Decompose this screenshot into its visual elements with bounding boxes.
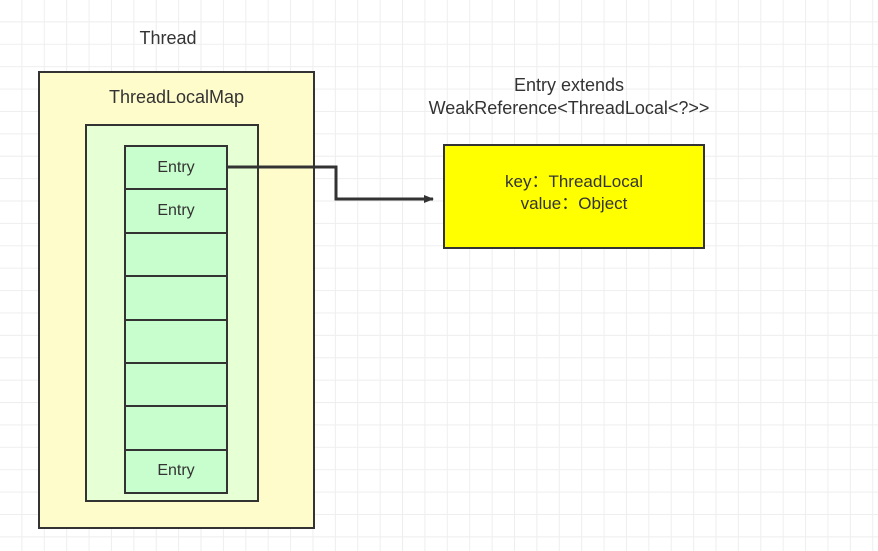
entry-cell[interactable] <box>124 318 228 364</box>
entry-cell[interactable] <box>124 405 228 451</box>
entry-table: Entry Entry Entry <box>124 145 228 494</box>
entry-cell[interactable]: Entry <box>124 145 228 191</box>
threadlocalmap-label: ThreadLocalMap <box>108 87 245 107</box>
entry-cell[interactable]: Entry <box>124 448 228 494</box>
entry-cell[interactable] <box>124 275 228 321</box>
thread-label: Thread <box>139 28 197 48</box>
entry-class-caption-line2: WeakReference<ThreadLocal<?>> <box>428 98 710 119</box>
entry-class-caption-line1: Entry extends <box>513 75 625 95</box>
entry-cell[interactable] <box>124 231 228 278</box>
entry-object-box <box>443 144 705 249</box>
entry-object-fields: key：ThreadLocal value：Object <box>505 172 643 213</box>
entry-cell[interactable]: Entry <box>124 188 228 234</box>
entry-cell[interactable] <box>124 361 228 408</box>
